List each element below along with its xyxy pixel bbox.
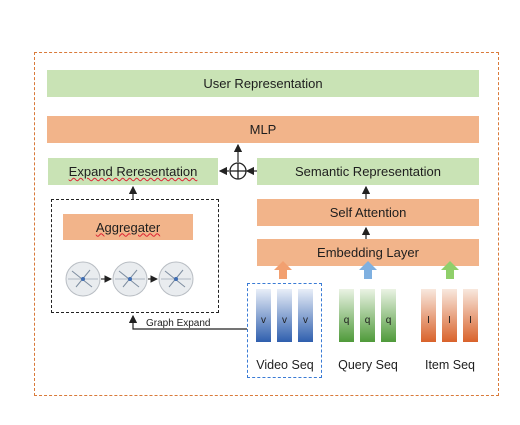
item-token-3: I bbox=[469, 315, 472, 326]
graph-expand-label: Graph Expand bbox=[146, 318, 211, 329]
video-token-1: v bbox=[261, 315, 266, 326]
graph-node-icon-2 bbox=[112, 261, 148, 297]
video-token-bar-2 bbox=[277, 289, 292, 342]
item-token-1: I bbox=[427, 315, 430, 326]
mlp-label: MLP bbox=[249, 122, 277, 137]
user-representation-label: User Representation bbox=[203, 76, 323, 91]
graph-expand-edge bbox=[128, 314, 247, 330]
expand-representation-box: Expand Reresentation bbox=[48, 158, 218, 185]
video-token-2: v bbox=[282, 315, 287, 326]
item-up-arrow-icon bbox=[441, 261, 459, 279]
embedding-layer-label: Embedding Layer bbox=[317, 245, 419, 260]
item-token-bar-3 bbox=[463, 289, 478, 342]
query-token-bar-2 bbox=[360, 289, 375, 342]
aggregater-label: Aggregater bbox=[95, 219, 161, 235]
item-token-bar-2 bbox=[442, 289, 457, 342]
graph-node-icon-1 bbox=[65, 261, 101, 297]
video-token-3: v bbox=[303, 315, 308, 326]
mlp-box: MLP bbox=[47, 116, 479, 143]
video-seq-frame bbox=[247, 283, 322, 378]
query-token-bar-3 bbox=[381, 289, 396, 342]
item-token-bar-1 bbox=[421, 289, 436, 342]
item-seq-label: Item Seq bbox=[424, 358, 476, 372]
graph-node-icon-3 bbox=[158, 261, 194, 297]
self-attention-box: Self Attention bbox=[257, 199, 479, 226]
expand-representation-label: Expand Reresentation bbox=[68, 164, 198, 179]
video-token-bar-1 bbox=[256, 289, 271, 342]
item-token-2: I bbox=[448, 315, 451, 326]
self-attention-label: Self Attention bbox=[329, 205, 407, 220]
graph-expand-frame bbox=[51, 199, 219, 313]
query-up-arrow-icon bbox=[359, 261, 377, 279]
query-seq-label: Query Seq bbox=[338, 358, 398, 372]
user-representation-box: User Representation bbox=[47, 70, 479, 97]
outer-frame bbox=[34, 52, 499, 396]
aggregater-box: Aggregater bbox=[63, 214, 193, 240]
query-token-1: q bbox=[344, 315, 350, 326]
query-token-2: q bbox=[365, 315, 371, 326]
video-seq-label: Video Seq bbox=[256, 358, 314, 372]
query-token-bar-1 bbox=[339, 289, 354, 342]
semantic-representation-box: Semantic Representation bbox=[257, 158, 479, 185]
video-token-bar-3 bbox=[298, 289, 313, 342]
semantic-representation-label: Semantic Representation bbox=[295, 164, 441, 179]
video-up-arrow-icon bbox=[274, 261, 292, 279]
query-token-3: q bbox=[386, 315, 392, 326]
